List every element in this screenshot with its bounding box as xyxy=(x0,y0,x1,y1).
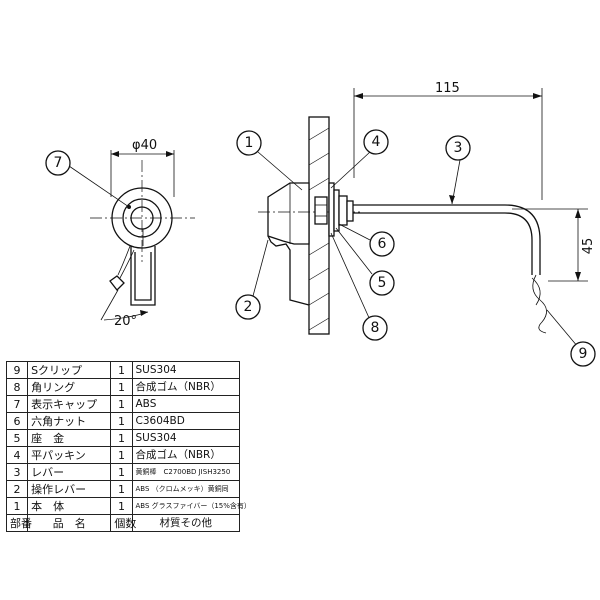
diameter-dimension: φ40 xyxy=(132,138,157,153)
part-material: 合成ゴム（NBR） xyxy=(131,378,240,396)
width-dimension: 115 xyxy=(435,81,460,96)
balloon-2: 2 xyxy=(235,294,261,320)
part-name: Sクリップ xyxy=(27,361,112,379)
balloon-9: 9 xyxy=(570,341,596,367)
part-name: 操作レバー xyxy=(27,480,112,498)
table-row: 5 座 金 1 SUS304 xyxy=(5,429,240,447)
balloon-1: 1 xyxy=(236,130,262,156)
part-material: 合成ゴム（NBR） xyxy=(131,446,240,464)
balloon-6-label: 6 xyxy=(378,236,387,252)
part-number: 4 xyxy=(5,446,29,464)
part-quantity: 1 xyxy=(110,446,133,464)
balloon-7: 7 xyxy=(45,150,71,176)
part-quantity: 1 xyxy=(110,480,133,498)
table-row: 1 本 体 1 ABS グラスファイバー（15%含有） xyxy=(5,497,251,515)
part-name: レバー xyxy=(27,463,112,481)
part-name: 本 体 xyxy=(27,497,112,515)
part-quantity: 1 xyxy=(110,412,133,430)
balloon-4-label: 4 xyxy=(372,134,381,150)
side-view: 115 45 xyxy=(258,81,596,335)
part-material: C3604BD xyxy=(131,412,240,430)
balloon-2-label: 2 xyxy=(244,299,253,315)
table-row: 3 レバー 1 黄銅棒 C2700BD JISH3250 xyxy=(5,463,240,481)
part-quantity: 1 xyxy=(110,378,133,396)
part-name: 平パッキン xyxy=(27,446,112,464)
height-dimension: 45 xyxy=(581,238,596,255)
parts-table: 9 Sクリップ 1 SUS304 8 角リング 1 合成ゴム（NBR） 7 表示… xyxy=(5,361,251,532)
header-part-number: 部番 xyxy=(5,514,32,532)
table-header-row: 部番 品 名 個数 材質その他 xyxy=(5,514,240,532)
table-row: 9 Sクリップ 1 SUS304 xyxy=(5,361,240,379)
header-part-name: 品 名 xyxy=(27,514,112,532)
balloon-9-label: 9 xyxy=(579,346,588,362)
table-row: 4 平パッキン 1 合成ゴム（NBR） xyxy=(5,446,240,464)
table-row: 7 表示キャップ 1 ABS xyxy=(5,395,240,413)
part-material: SUS304 xyxy=(131,361,240,379)
wall-hatching xyxy=(308,127,330,331)
part-number: 1 xyxy=(5,497,29,515)
balloon-7-label: 7 xyxy=(54,155,63,171)
part-quantity: 1 xyxy=(110,429,133,447)
parts-table-body: 9 Sクリップ 1 SUS304 8 角リング 1 合成ゴム（NBR） 7 表示… xyxy=(5,361,251,532)
angle-dimension: 20° xyxy=(114,314,137,329)
balloon-1-label: 1 xyxy=(245,135,254,151)
part-material: ABS xyxy=(131,395,240,413)
part-material: SUS304 xyxy=(131,429,240,447)
front-view: φ40 20° xyxy=(90,138,195,329)
balloon-5-label: 5 xyxy=(378,275,387,291)
balloon-3: 3 xyxy=(445,135,471,161)
part-quantity: 1 xyxy=(110,395,133,413)
leader-lines xyxy=(68,151,579,348)
part-number: 6 xyxy=(5,412,29,430)
part-name: 座 金 xyxy=(27,429,112,447)
part-number: 9 xyxy=(5,361,29,379)
part-number: 3 xyxy=(5,463,29,481)
part-number: 8 xyxy=(5,378,29,396)
header-quantity: 個数 xyxy=(110,514,136,532)
balloon-8-label: 8 xyxy=(371,320,380,336)
table-row: 8 角リング 1 合成ゴム（NBR） xyxy=(5,378,240,396)
table-row: 2 操作レバー 1 ABS （クロムメッキ）黄銅同 xyxy=(5,480,240,498)
balloon-3-label: 3 xyxy=(454,140,463,156)
part-name: 角リング xyxy=(27,378,112,396)
part-number: 5 xyxy=(5,429,29,447)
part-quantity: 1 xyxy=(110,361,133,379)
balloon-5: 5 xyxy=(369,270,395,296)
part-quantity: 1 xyxy=(110,497,133,515)
part-material: ABS グラスファイバー（15%含有） xyxy=(131,497,251,515)
header-material: 材質その他 xyxy=(131,514,240,532)
part-name: 表示キャップ xyxy=(27,395,112,413)
balloon-8: 8 xyxy=(362,315,388,341)
part-material: 黄銅棒 C2700BD JISH3250 xyxy=(131,463,240,481)
balloon-6: 6 xyxy=(369,231,395,257)
balloon-4: 4 xyxy=(363,129,389,155)
part-number: 2 xyxy=(5,480,29,498)
part-name: 六角ナット xyxy=(27,412,112,430)
part-number: 7 xyxy=(5,395,29,413)
part-quantity: 1 xyxy=(110,463,133,481)
part-material: ABS （クロムメッキ）黄銅同 xyxy=(131,480,240,498)
table-row: 6 六角ナット 1 C3604BD xyxy=(5,412,240,430)
